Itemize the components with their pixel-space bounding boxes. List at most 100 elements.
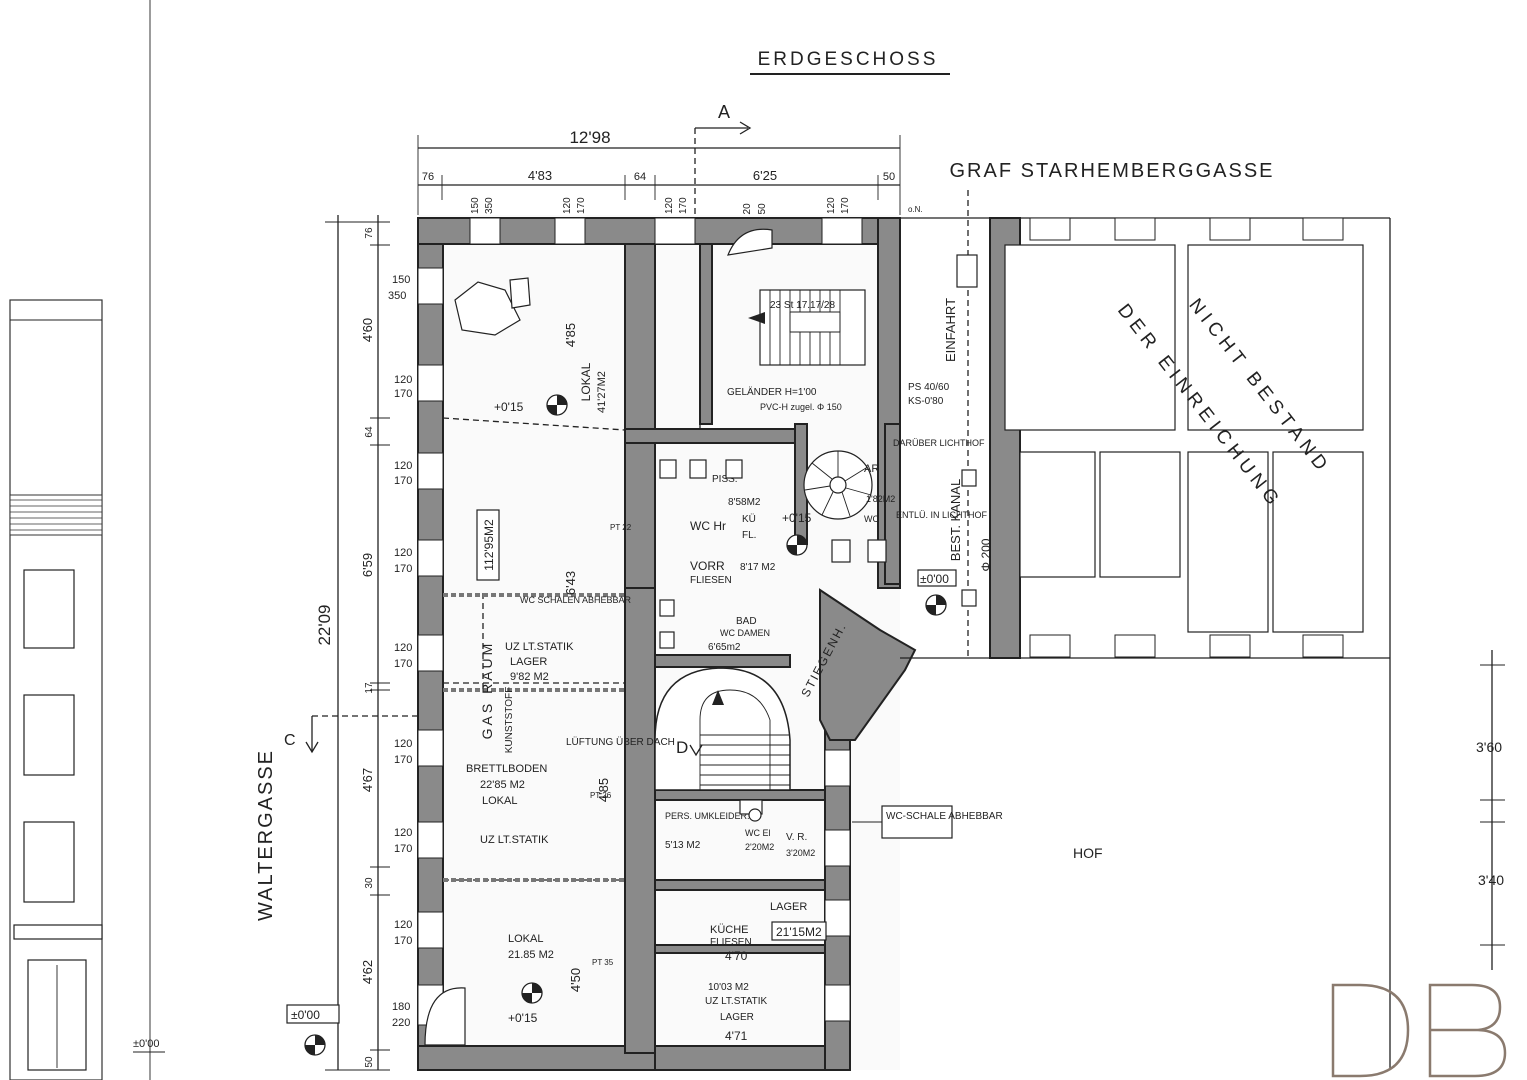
svg-text:BRETTLBODEN: BRETTLBODEN [466, 763, 547, 775]
driveway: EINFAHRT BEST. KANAL Φ 200 PS 40/60 KS-0… [908, 190, 993, 660]
svg-text:WC: WC [864, 514, 879, 524]
dim-left-2: 4'60 [360, 318, 375, 342]
svg-text:170: 170 [394, 935, 412, 947]
dim-top-2: 4'83 [528, 168, 552, 183]
svg-text:WC DAMEN: WC DAMEN [720, 628, 770, 638]
svg-text:UZ LT.STATIK: UZ LT.STATIK [705, 996, 768, 1007]
svg-text:PS 40/60: PS 40/60 [908, 382, 950, 393]
svg-text:FLIESEN: FLIESEN [710, 937, 752, 948]
svg-text:350: 350 [388, 290, 406, 302]
svg-text:PISS.: PISS. [712, 474, 738, 485]
window-dims-top: 150 350 120 170 120 170 120 250 120 170 [470, 197, 851, 220]
svg-text:WC-SCHALE ABHEBBAR: WC-SCHALE ABHEBBAR [886, 811, 1003, 822]
svg-text:FL.: FL. [742, 530, 756, 541]
svg-text:o.N.: o.N. [908, 205, 923, 214]
svg-text:DARÜBER LICHTHOF: DARÜBER LICHTHOF [893, 438, 985, 448]
svg-text:9'82 M2: 9'82 M2 [510, 671, 549, 683]
dim-left-3: 64 [364, 426, 375, 438]
svg-text:2'20M2: 2'20M2 [745, 842, 774, 852]
dim-left-9: 50 [364, 1056, 375, 1068]
stairs-lower: D [654, 667, 791, 791]
svg-text:150: 150 [470, 197, 481, 214]
sanitary-fixtures [659, 459, 887, 822]
svg-text:PT 35: PT 35 [592, 958, 614, 967]
db-logo [1331, 983, 1507, 1078]
svg-text:4'50: 4'50 [568, 968, 583, 992]
svg-text:±0'00: ±0'00 [133, 1038, 160, 1050]
svg-text:170: 170 [840, 197, 851, 214]
svg-text:D: D [676, 738, 688, 757]
dim-left-8: 4'62 [360, 960, 375, 984]
svg-text:150: 150 [392, 274, 410, 286]
svg-text:FLIESEN: FLIESEN [690, 575, 732, 586]
svg-text:1'82M2: 1'82M2 [866, 494, 895, 504]
dim-top-5: 50 [883, 171, 895, 183]
section-mark-a: A [718, 102, 730, 122]
svg-text:±0'00: ±0'00 [291, 1008, 320, 1022]
street-west: WALTERGASSE [255, 749, 277, 921]
top-dimensions: 12'98 76 4'83 64 6'25 50 [417, 128, 901, 215]
svg-text:LOKAL: LOKAL [579, 362, 593, 401]
entrance-door-bottom [424, 987, 466, 1046]
svg-text:4'85: 4'85 [596, 778, 611, 802]
svg-text:120: 120 [394, 374, 412, 386]
svg-text:170: 170 [394, 563, 412, 575]
neighbour-facade [9, 0, 151, 1080]
svg-text:170: 170 [678, 197, 689, 214]
svg-text:LAGER: LAGER [770, 901, 807, 913]
svg-text:170: 170 [394, 475, 412, 487]
svg-text:120: 120 [394, 460, 412, 472]
svg-text:120: 120 [394, 827, 412, 839]
svg-text:3'60: 3'60 [1476, 739, 1502, 755]
dim-total-width: 12'98 [569, 128, 610, 147]
svg-text:23 St 17.17/28: 23 St 17.17/28 [770, 300, 835, 311]
bar-counter [454, 281, 521, 336]
dim-left-4: 6'59 [360, 553, 375, 577]
stairs-top: 23 St 17.17/28 [748, 289, 866, 366]
svg-text:8'58M2: 8'58M2 [728, 497, 761, 508]
svg-text:120: 120 [562, 197, 573, 214]
svg-text:ENTLÜ. IN LICHTHOF: ENTLÜ. IN LICHTHOF [896, 510, 988, 520]
svg-text:LAGER: LAGER [720, 1012, 754, 1023]
svg-text:GELÄNDER H=1'00: GELÄNDER H=1'00 [727, 386, 817, 398]
svg-text:21.85 M2: 21.85 M2 [508, 949, 554, 961]
svg-text:22'85 M2: 22'85 M2 [480, 779, 525, 791]
svg-text:220: 220 [392, 1017, 410, 1029]
svg-text:120: 120 [826, 197, 837, 214]
svg-text:120: 120 [742, 203, 753, 220]
svg-text:180: 180 [392, 1001, 410, 1013]
svg-text:112'95M2: 112'95M2 [482, 519, 496, 571]
svg-text:PVC-H zugel. Φ 150: PVC-H zugel. Φ 150 [760, 402, 842, 412]
svg-text:+0'15: +0'15 [508, 1011, 538, 1025]
svg-text:PT 26: PT 26 [590, 791, 612, 800]
svg-text:VORR: VORR [690, 559, 725, 573]
svg-text:LOKAL: LOKAL [482, 795, 517, 807]
dim-top-1: 76 [422, 171, 434, 183]
svg-text:120: 120 [664, 197, 675, 214]
entrance-door-top [727, 228, 773, 256]
svg-text:KS-0'80: KS-0'80 [908, 396, 944, 407]
svg-text:4'70: 4'70 [725, 949, 748, 963]
svg-text:PERS. UMKLEIDER.: PERS. UMKLEIDER. [665, 811, 750, 821]
svg-text:10'03 M2: 10'03 M2 [708, 982, 749, 993]
dim-left-1: 76 [364, 227, 375, 239]
svg-text:120: 120 [394, 738, 412, 750]
neighbour-building: NICHT BESTAND DER EINREICHUNG [900, 217, 1391, 1070]
svg-text:AR: AR [864, 463, 879, 475]
level-markers: +0'15 +0'15 +0'15 ±0'00 ±0'00 ±0'00 [133, 394, 957, 1056]
svg-text:170: 170 [394, 754, 412, 766]
svg-text:KÜCHE: KÜCHE [710, 924, 749, 936]
svg-text:+0'15: +0'15 [494, 400, 524, 414]
svg-text:6'43: 6'43 [563, 571, 578, 595]
svg-text:EINFAHRT: EINFAHRT [943, 298, 958, 362]
dim-top-3: 64 [634, 171, 646, 183]
svg-text:6'65m2: 6'65m2 [708, 642, 741, 653]
svg-text:170: 170 [394, 658, 412, 670]
svg-text:LAGER: LAGER [510, 656, 547, 668]
right-dimensions: 3'60 3'40 [1476, 650, 1505, 970]
svg-text:4'85: 4'85 [563, 323, 578, 347]
svg-text:170: 170 [576, 197, 587, 214]
svg-text:KUNSTSTOFF: KUNSTSTOFF [504, 687, 515, 753]
svg-text:±0'00: ±0'00 [920, 572, 949, 586]
